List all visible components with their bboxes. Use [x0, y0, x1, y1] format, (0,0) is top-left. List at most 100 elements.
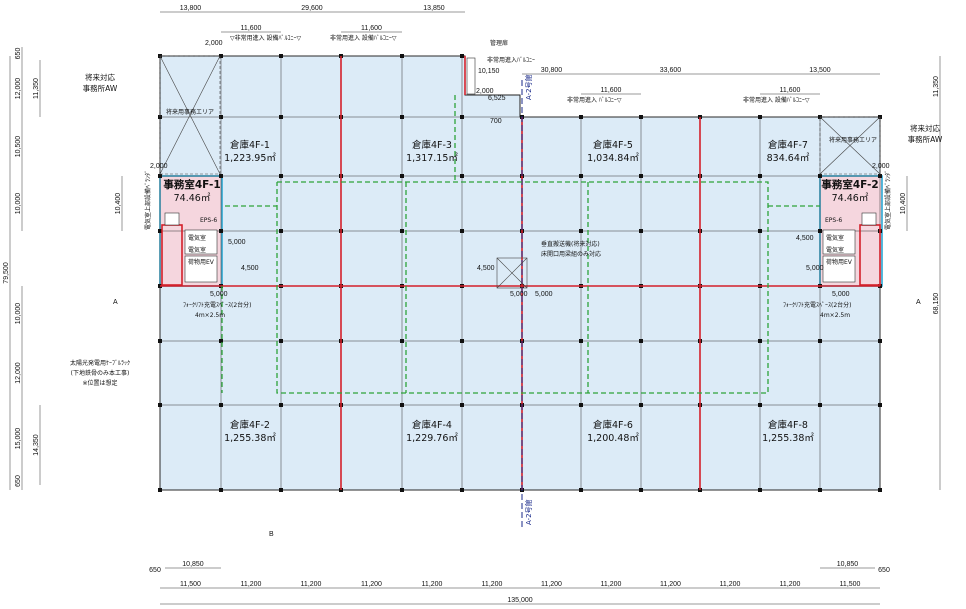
column-marker: [400, 403, 404, 407]
column-marker: [639, 403, 643, 407]
column-marker: [460, 54, 464, 58]
dim-misc-9: 5,000: [806, 265, 824, 272]
dim-top-1: 13,800: [180, 5, 202, 12]
column-marker: [579, 115, 583, 119]
room-name-1: 倉庫4F-1: [230, 139, 270, 151]
column-marker: [460, 229, 464, 233]
column-marker: [279, 403, 283, 407]
room-name-4: 倉庫4F-7: [768, 139, 808, 151]
column-marker: [758, 174, 762, 178]
column-marker: [818, 174, 822, 178]
office-name-2: 事務室4F-2: [821, 178, 878, 191]
dim-left-3: 10,000: [15, 193, 22, 215]
note-future-office-left-1: 将来対応: [85, 72, 115, 82]
note-solar-3: ※位置は想定: [82, 379, 117, 387]
dim-left-office: 10,400: [115, 193, 122, 215]
column-marker: [878, 488, 882, 492]
dim-bay-4: 11,200: [361, 581, 382, 588]
column-marker: [158, 339, 162, 343]
column-marker: [158, 174, 162, 178]
column-marker: [758, 115, 762, 119]
room-name-7: 倉庫4F-6: [593, 419, 633, 431]
dim-small-2: 2,000: [476, 88, 494, 95]
note-balcony-5: 非常用進入 設備ﾊﾞﾙｺﾆｰ▽: [743, 96, 810, 104]
dim-right-office: 10,400: [900, 193, 907, 215]
dim-total: 135,000: [507, 597, 532, 604]
column-marker: [639, 339, 643, 343]
room-area-2: 1,317.15㎡: [406, 153, 458, 164]
note-mark-b: A-2号館: [524, 499, 533, 525]
column-marker: [818, 488, 822, 492]
column-marker: [579, 174, 583, 178]
column-marker: [818, 339, 822, 343]
dim-bay-10: 11,200: [720, 581, 741, 588]
note-elec-right-3: 荷物用EV: [826, 258, 853, 266]
room-area-4: 834.64㎡: [767, 153, 810, 164]
note-kanri: 管理扉: [490, 39, 508, 47]
column-marker: [878, 339, 882, 343]
dim-left-1: 12,000: [15, 78, 22, 100]
column-marker: [818, 403, 822, 407]
note-forklift-right-2: 4m×2.5m: [820, 312, 850, 319]
dim-misc-3: 5,000: [210, 291, 228, 298]
column-marker: [219, 229, 223, 233]
storage-zones: [221, 95, 820, 394]
note-balcony-4: 非常用進入 ﾊﾞﾙｺﾆｰ▽: [567, 96, 622, 104]
dim-side-left: 10,850: [182, 561, 204, 568]
dim-left-2: 10,500: [15, 136, 22, 158]
dim-bay-2: 11,200: [241, 581, 262, 588]
dim-bay-7: 11,200: [541, 581, 562, 588]
note-side-right: 電気室上部設備ﾍﾞﾗﾝﾀﾞ: [884, 170, 892, 230]
room-name-2: 倉庫4F-3: [412, 139, 452, 151]
note-eps-right: EPS-6: [825, 217, 842, 224]
dim-misc-7: 4,500: [477, 265, 495, 272]
dim-top-5: 11,600: [361, 25, 382, 32]
dim-left-inner-2: 14,350: [33, 434, 40, 456]
column-marker: [158, 403, 162, 407]
office-name-1: 事務室4F-1: [163, 178, 220, 191]
note-elec-left-2: 電気室: [188, 246, 206, 254]
dim-misc-11: 4,500: [241, 265, 259, 272]
column-marker: [579, 488, 583, 492]
future-office-marks: [159, 55, 881, 289]
dim-top-4: 11,600: [241, 25, 262, 32]
dim-right-1: 11,350: [933, 76, 940, 97]
note-elec-left-1: 電気室: [188, 234, 206, 242]
column-marker: [639, 115, 643, 119]
room-name-8: 倉庫4F-8: [768, 419, 808, 431]
dim-misc-6: 5,000: [832, 291, 850, 298]
note-section-a-right: A: [916, 299, 921, 306]
dim-bay-6: 11,200: [482, 581, 503, 588]
column-marker: [219, 54, 223, 58]
dim-side-right: 10,850: [837, 561, 859, 568]
column-marker: [219, 339, 223, 343]
column-marker: [279, 174, 283, 178]
note-forklift-left-1: ﾌｫｰｸﾘﾌﾄ充電ｽﾍﾟｰｽ(2台分): [183, 301, 252, 309]
dim-bay-8: 11,200: [601, 581, 622, 588]
room-name-3: 倉庫4F-5: [593, 139, 633, 151]
dim-bay-11: 11,200: [780, 581, 801, 588]
dim-top-10: 11,600: [780, 87, 801, 94]
dim-misc-10: 5,000: [228, 239, 246, 246]
dim-top-2: 29,600: [301, 5, 323, 12]
column-marker: [400, 54, 404, 58]
column-marker: [639, 488, 643, 492]
dim-small-4: 6,525: [488, 95, 506, 102]
dim-bay-12: 11,500: [840, 581, 861, 588]
note-elec-right-1: 電気室: [826, 234, 844, 242]
dim-misc-8: 4,500: [796, 235, 814, 242]
dim-top-7: 33,600: [660, 67, 682, 74]
note-balcony-2: 非常用進入 設備ﾊﾞﾙｺﾆｰ▽: [330, 34, 397, 42]
column-marker: [279, 488, 283, 492]
note-solar-1: 太陽光発電用ｹｰﾌﾞﾙﾗｯｸ: [70, 359, 130, 367]
column-marker: [460, 174, 464, 178]
column-marker: [279, 339, 283, 343]
dim-small-3: 10,150: [478, 68, 500, 75]
column-marker: [158, 488, 162, 492]
room-name-6: 倉庫4F-4: [412, 419, 452, 431]
column-marker: [400, 339, 404, 343]
note-elec-left-3: 荷物用EV: [188, 258, 215, 266]
column-marker: [400, 174, 404, 178]
note-lift-2: 床開口用梁組のみ対応: [541, 250, 601, 258]
